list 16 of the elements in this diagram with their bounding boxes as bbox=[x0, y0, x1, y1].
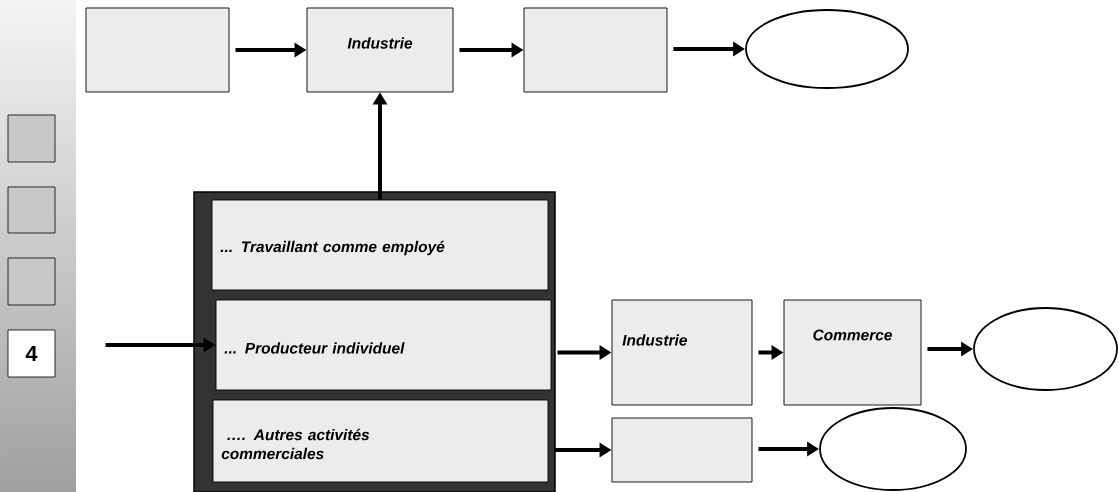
step-square bbox=[7, 186, 56, 234]
process-box: …. Autres activités commerciales bbox=[212, 399, 549, 483]
end-ellipse bbox=[973, 307, 1118, 391]
step-square bbox=[7, 114, 56, 163]
process-box: ... Travaillant comme employé bbox=[211, 199, 549, 291]
process-box bbox=[523, 7, 668, 93]
process-box bbox=[85, 7, 230, 93]
process-box bbox=[611, 417, 753, 483]
end-ellipse bbox=[819, 407, 967, 491]
process-box: Commerce bbox=[783, 299, 922, 406]
end-ellipse bbox=[745, 9, 909, 89]
step-square bbox=[7, 257, 56, 306]
step-number-box: 4 bbox=[7, 329, 56, 378]
process-box: Industrie bbox=[611, 299, 753, 406]
process-box: Industrie bbox=[306, 7, 454, 93]
process-box: ... Producteur individuel bbox=[215, 299, 552, 391]
